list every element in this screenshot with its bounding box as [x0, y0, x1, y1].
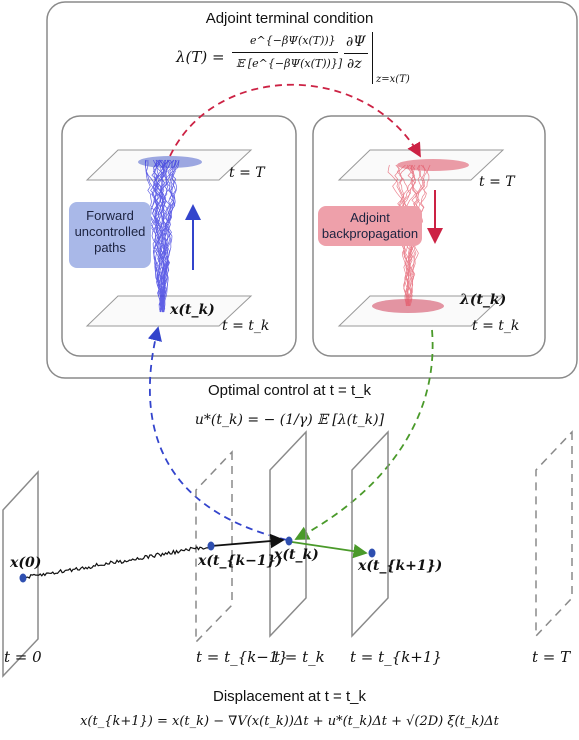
label-xkm1: x(t_{k−1})	[198, 553, 283, 569]
top-eq-lhs: λ(T) =	[176, 48, 225, 66]
point-xk	[285, 536, 293, 546]
displacement-title: Displacement at t = t_k	[213, 688, 366, 705]
point-xkp1	[368, 548, 376, 558]
left-plane-bottom-label: t = t_k	[222, 318, 270, 334]
optimal-control-title: Optimal control at t = t_k	[208, 382, 371, 399]
plane-tk	[269, 430, 307, 638]
left-plane-top-label: t = T	[229, 165, 265, 181]
plane-label-tkp1: t = t_{k+1}	[350, 648, 442, 666]
right-panel-frame	[312, 115, 546, 357]
outer-frame	[46, 1, 578, 379]
plane-T	[535, 430, 573, 638]
forward-path-bundle	[144, 159, 180, 313]
right-top-ellipse	[397, 159, 469, 171]
top-eq-eval-bar	[372, 32, 373, 84]
top-eq-denominator: 𝔼 [e^{−βΨ(x(T))}]	[236, 57, 343, 70]
plane-label-T: t = T	[532, 648, 571, 666]
top-title: Adjoint terminal condition	[205, 10, 374, 27]
forward-path-21	[151, 159, 168, 313]
forward-path-19	[144, 159, 163, 313]
right-plane-top-label: t = T	[479, 174, 515, 190]
top-eq-eval-at: z=x(T)	[376, 74, 410, 85]
plane-label-t0: t = 0	[4, 648, 42, 666]
adjoint-label: Adjoint backpropagation	[318, 206, 422, 246]
label-x0: x(0)	[10, 555, 42, 571]
plane-label-tkm1: t = t_{k−1}	[196, 648, 288, 666]
terminal-link-arrow	[169, 83, 421, 158]
forward-path-26	[150, 159, 169, 313]
right-plane-bottom-label: t = t_k	[472, 318, 520, 334]
forward-path-20	[159, 159, 175, 313]
optimal-control-equation: u*(t_k) = − (1/γ) 𝔼 [λ(t_k)]	[194, 412, 385, 428]
top-eq-numerator: e^{−βΨ(x(T))}	[250, 34, 336, 47]
step-arrow-green	[291, 541, 368, 559]
right-point-label: λ(t_k)	[460, 292, 507, 308]
top-eq-fraction-bar	[232, 52, 338, 53]
adjoint-link-arrow	[294, 329, 434, 540]
plane-tkp1	[351, 430, 389, 638]
forward-paths-label: Forward uncontrolled paths	[69, 202, 151, 268]
plane-tkm1	[195, 450, 233, 644]
forward-path-25	[157, 159, 168, 313]
left-panel-frame	[61, 115, 297, 357]
left-point-label: x(t_k)	[170, 302, 215, 318]
displacement-equation: x(t_{k+1}) = x(t_k) − ∇V(x(t_k))Δt + u*(…	[80, 714, 499, 729]
trajectory-path	[22, 544, 212, 579]
step-arrow-black	[210, 533, 285, 549]
point-x0	[19, 573, 27, 583]
forward-path-27	[157, 159, 169, 313]
label-xk: x(t_k)	[274, 547, 319, 563]
left-plane-bottom	[85, 295, 253, 327]
forward-link-arrow	[147, 326, 288, 541]
point-xkm1	[207, 541, 215, 551]
top-eq-partial-num: ∂Ψ	[346, 34, 366, 50]
label-xkp1: x(t_{k+1})	[358, 558, 443, 574]
top-eq-partial-bar	[344, 53, 368, 54]
plane-t0	[2, 470, 39, 678]
top-eq-partial-den: ∂z	[347, 56, 362, 72]
left-top-ellipse	[138, 156, 202, 168]
plane-label-tk: t = t_k	[274, 648, 325, 666]
